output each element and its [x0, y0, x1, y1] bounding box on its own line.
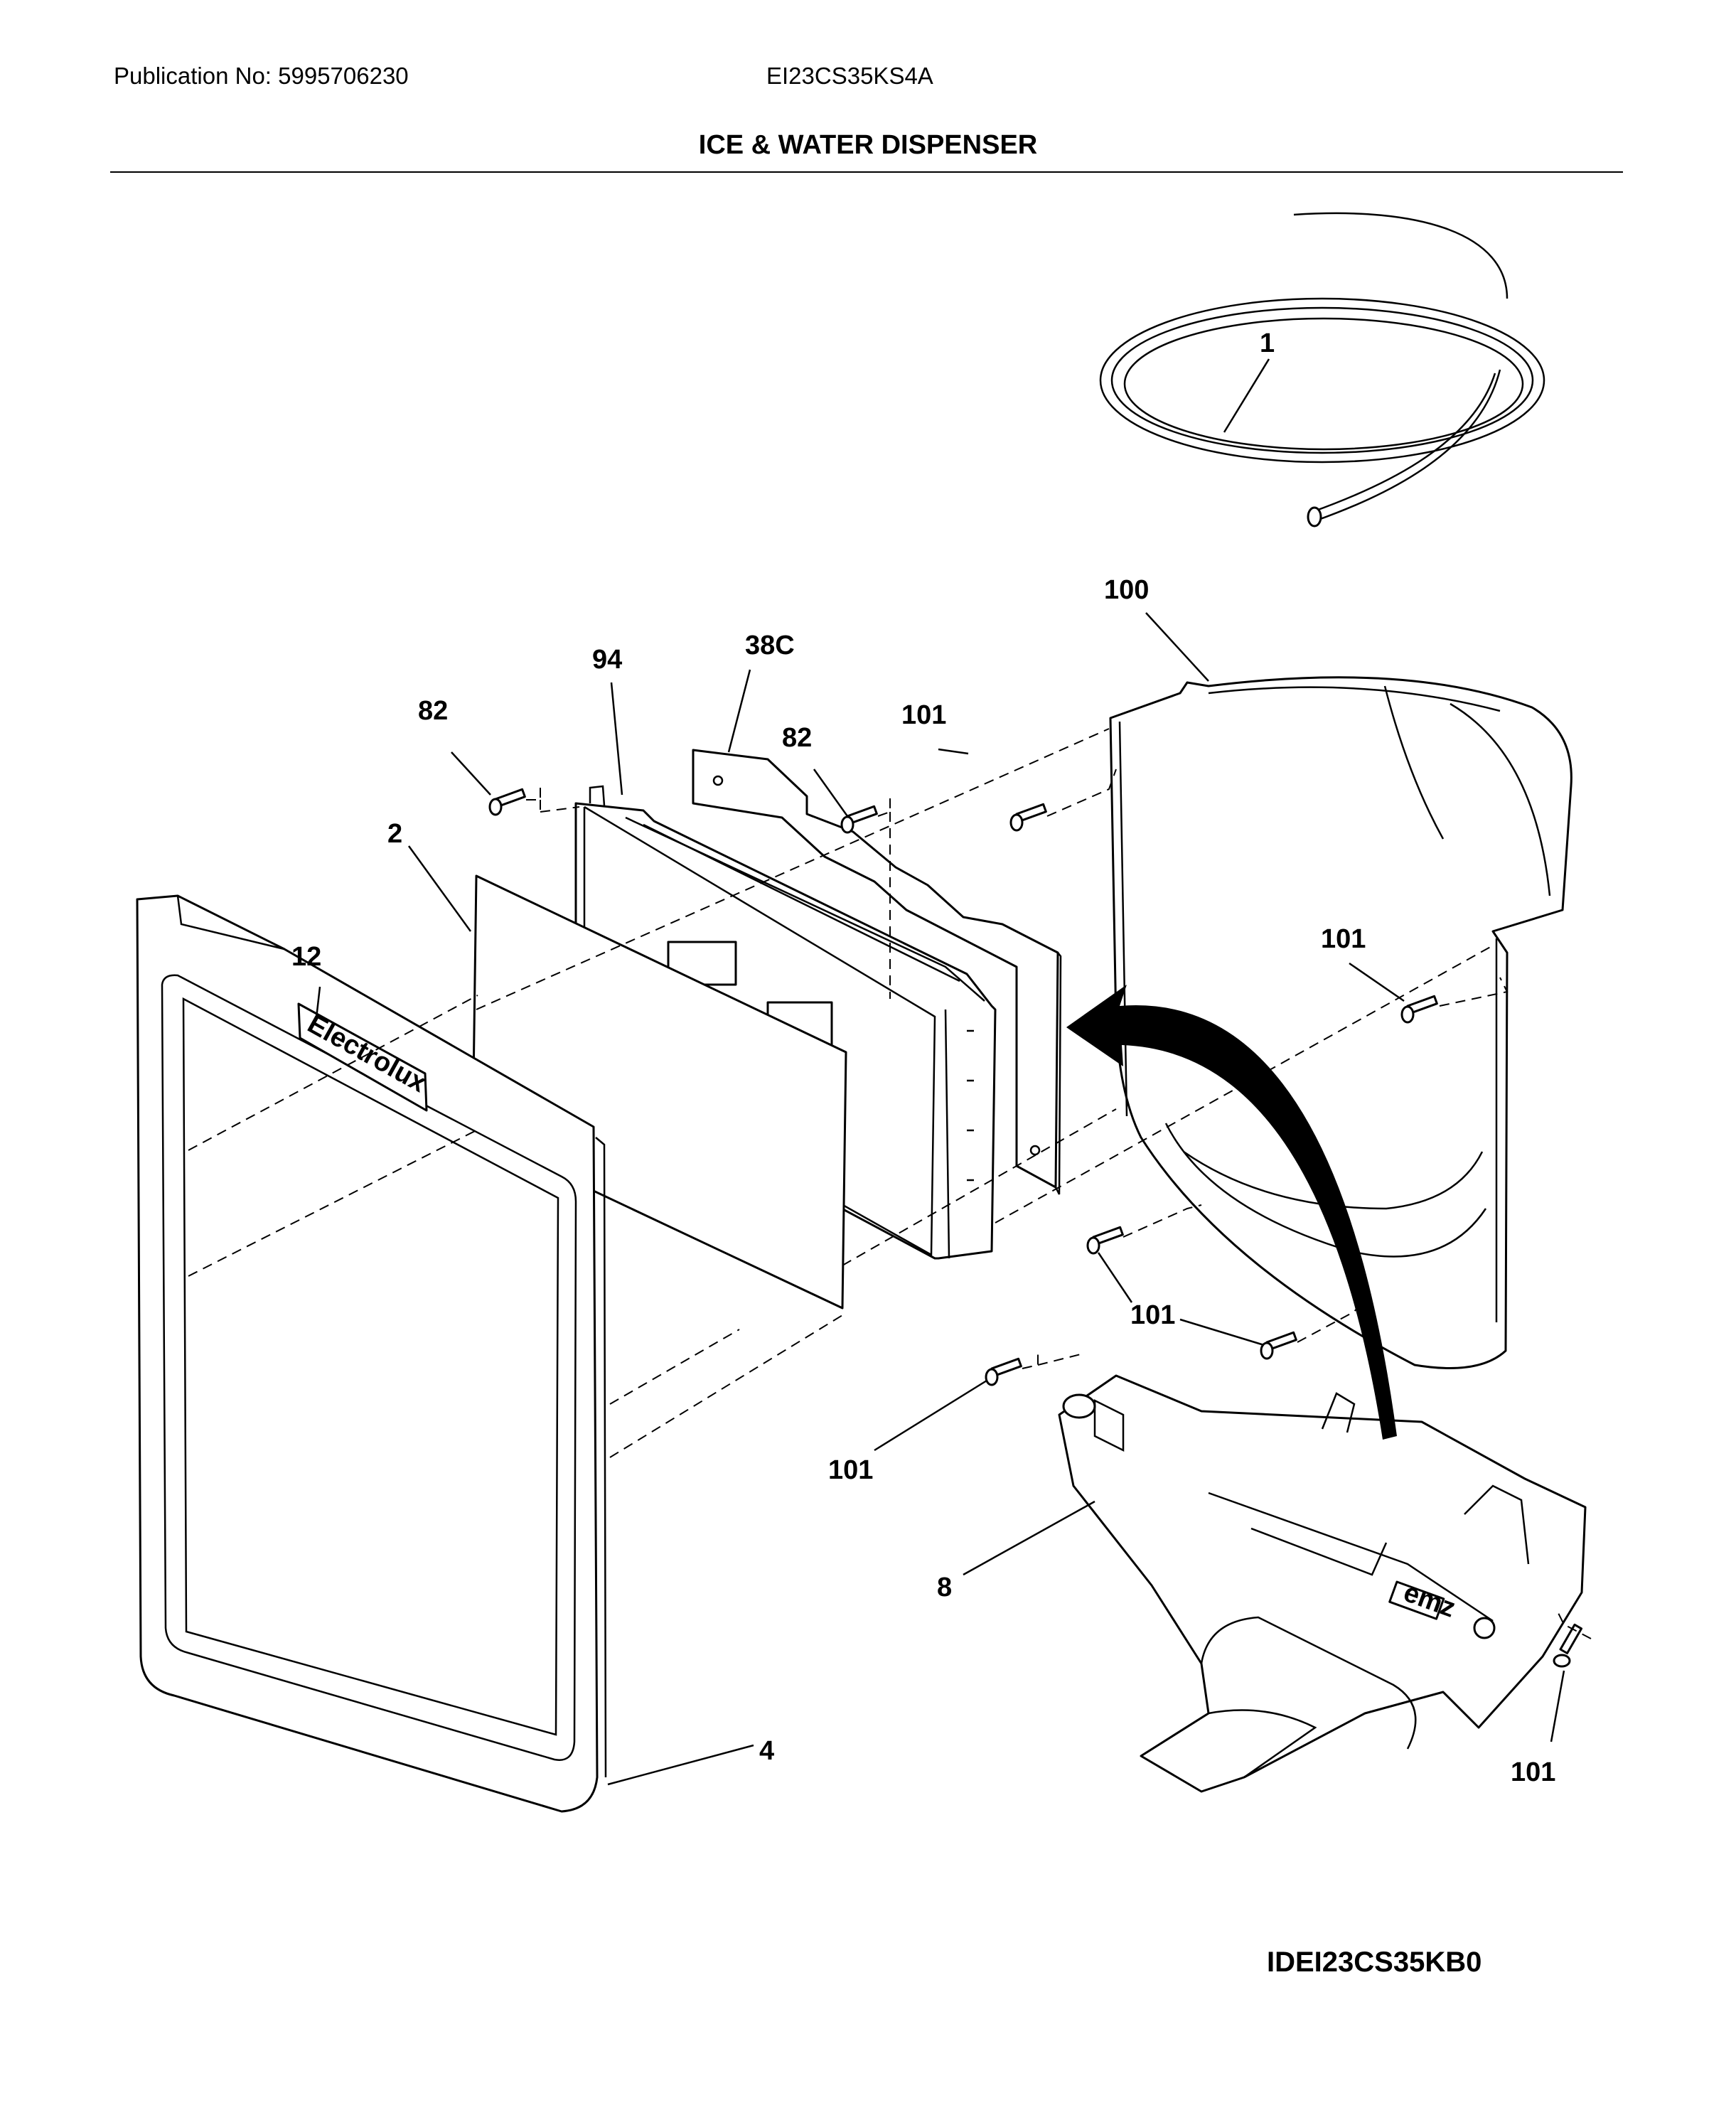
- trim-frame: [136, 894, 607, 1813]
- callout-101-lower: 101: [1130, 1300, 1175, 1330]
- water-tube-coil: [1099, 212, 1545, 528]
- callout-82-center: 82: [782, 723, 812, 753]
- ice-chute-actuator: emz: [1058, 1374, 1587, 1793]
- alignment-guides: [188, 728, 1592, 1639]
- publication-number: Publication No: 5995706230: [114, 63, 409, 89]
- callout-4: 4: [759, 1736, 774, 1766]
- callout-101-top: 101: [901, 700, 946, 730]
- callout-101-left-low: 101: [828, 1455, 873, 1485]
- leader-lines: [315, 358, 1565, 1786]
- screw-101-top: [1009, 803, 1047, 832]
- callout-101-right: 101: [1321, 924, 1366, 954]
- assembly-arrow: [1066, 985, 1397, 1440]
- callout-12: 12: [291, 942, 321, 972]
- screw-101-right: [1400, 995, 1438, 1024]
- screw-101-lower-a: [1086, 1226, 1124, 1255]
- callout-38c: 38C: [745, 631, 795, 660]
- callout-94: 94: [592, 645, 622, 675]
- diagram-code: IDEI23CS35KB0: [1267, 1947, 1482, 1978]
- callout-1: 1: [1260, 328, 1275, 358]
- callout-2: 2: [387, 819, 402, 849]
- page-title: ICE & WATER DISPENSER: [698, 130, 1038, 160]
- control-cover: [692, 749, 1062, 1195]
- callout-100: 100: [1104, 575, 1149, 605]
- screw-82-left: [488, 788, 526, 816]
- callout-82-left: 82: [418, 696, 448, 726]
- screw-101-bottom-right: [1553, 1623, 1583, 1668]
- header-divider: [110, 171, 1623, 173]
- screw-101-lower-b: [1260, 1331, 1297, 1360]
- screw-82-center: [840, 805, 878, 834]
- insulation-sheet: [471, 874, 847, 1310]
- callout-101-bottom-right: 101: [1511, 1757, 1555, 1787]
- screw-101-left-low: [985, 1357, 1022, 1386]
- callout-8: 8: [937, 1573, 952, 1602]
- model-number: EI23CS35KS4A: [766, 63, 933, 89]
